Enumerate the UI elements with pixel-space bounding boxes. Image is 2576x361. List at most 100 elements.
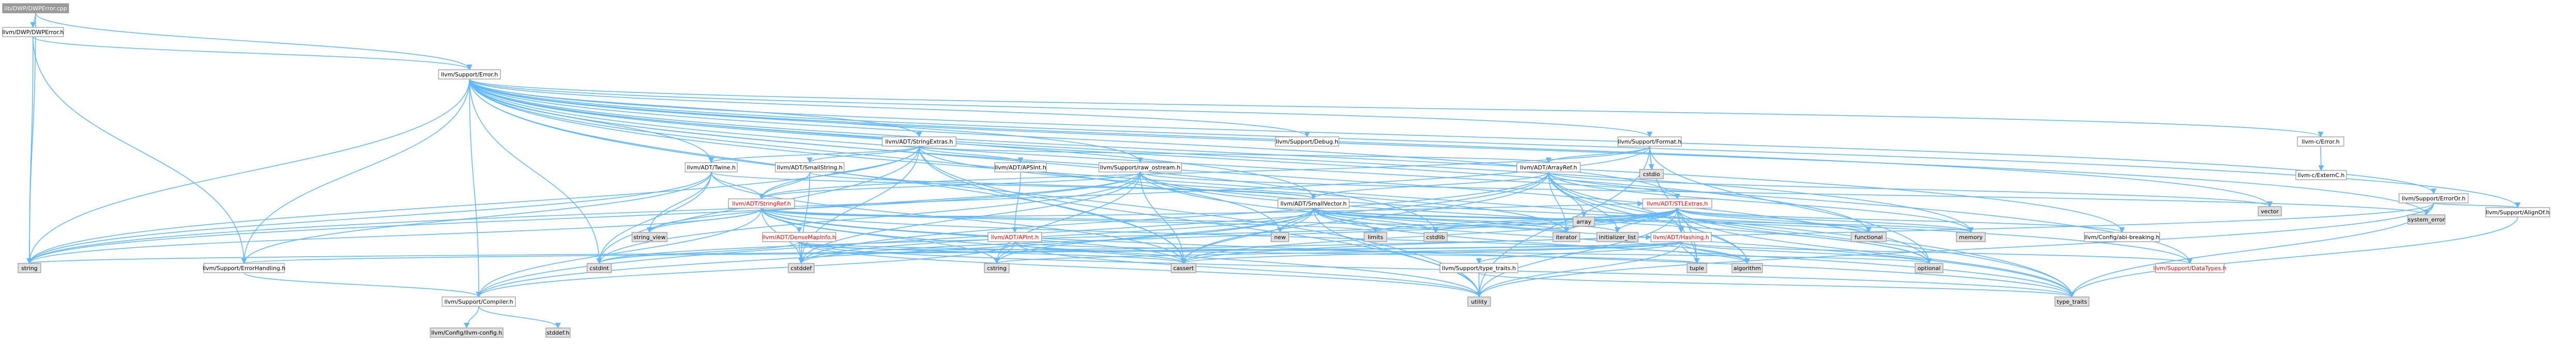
node-apint[interactable]: llvm/ADT/APInt.h [987, 232, 1042, 242]
node-label: llvm/ADT/Twine.h [687, 164, 736, 171]
node-iterator: iterator [1552, 232, 1580, 242]
node-densemap[interactable]: llvm/ADT/DenseMapInfo.h [762, 232, 836, 242]
node-box [1915, 263, 1943, 273]
node-errhandling[interactable]: llvm/Support/ErrorHandling.h [203, 263, 286, 273]
node-cstdio: cstdio [1639, 169, 1664, 179]
node-box [631, 232, 668, 242]
node-label: llvm/ADT/STLExtras.h [1647, 200, 1708, 207]
node-label: llvm/ADT/ArrayRef.h [1520, 164, 1577, 171]
edge-rawos-to-cstdint [596, 171, 1141, 264]
edge-stlextras-to-iterator [1563, 208, 1678, 233]
node-box [1516, 162, 1581, 172]
edge-error-to-twine [469, 79, 715, 164]
node-label: llvm/Support/ErrorHandling.h [203, 265, 286, 272]
edge-errorOr-to-typetraits [2069, 202, 2434, 298]
node-box [2054, 296, 2089, 307]
edge-dwperr-to-errhandling [33, 36, 247, 264]
node-label: cstdio [1643, 171, 1660, 178]
node-box [2297, 136, 2344, 147]
node-label: optional [1918, 265, 1941, 272]
edge-hashing-to-optional [1680, 241, 1932, 264]
node-optional: optional [1915, 263, 1943, 273]
node-hashing[interactable]: llvm/ADT/Hashing.h [1650, 232, 1712, 242]
edge-rawos-to-datatypes [1140, 171, 2193, 264]
node-box [587, 263, 612, 273]
node-box [438, 69, 501, 80]
node-errorOr[interactable]: llvm/Support/ErrorOr.h [2399, 193, 2469, 203]
node-stringref[interactable]: llvm/ADT/StringRef.h [728, 198, 795, 209]
edge-arrayref-to-smallvec [1310, 171, 1549, 200]
node-box [762, 232, 836, 242]
node-box [1650, 232, 1712, 242]
node-box [1687, 263, 1707, 273]
edge-error-to-debug [469, 79, 1310, 138]
node-typetraitsh[interactable]: llvm/Support/type_traits.h [1439, 263, 1518, 273]
node-format[interactable]: llvm/Support/Format.h [1617, 136, 1682, 147]
edge-rawos-to-stringref [758, 171, 1141, 200]
node-string: string [18, 263, 41, 273]
node-box [2485, 207, 2550, 217]
node-tuple: tuple [1687, 263, 1707, 273]
node-cerror[interactable]: llvm-c/Error.h [2297, 136, 2344, 147]
edge-rawos-to-syserr [1140, 171, 2429, 216]
node-apsint[interactable]: llvm/ADT/APSInt.h [994, 162, 1047, 172]
edge-error-to-format [469, 79, 1652, 138]
edge-arrayref-to-memory [1548, 171, 1974, 233]
node-label: lib/DWP/DWPError.cpp [4, 5, 67, 12]
node-box [775, 162, 845, 172]
node-box [1271, 232, 1289, 242]
edge-strext-to-arrayref [918, 146, 1551, 164]
graph-nodes: lib/DWP/DWPError.cpp llvm/DWP/DWPError.h l… [2, 3, 2550, 338]
node-twine[interactable]: llvm/ADT/Twine.h [685, 162, 738, 172]
node-label: string [21, 265, 38, 272]
node-box [1617, 136, 1682, 147]
node-compiler[interactable]: llvm/Support/Compiler.h [442, 296, 516, 307]
node-memory: memory [1956, 232, 1986, 242]
edge-strext-to-stringref [758, 146, 920, 200]
edge-stlextras-to-cstdlib [1433, 208, 1678, 233]
node-label: new [1274, 234, 1286, 241]
node-box [2, 27, 64, 37]
node-cextc[interactable]: llvm-c/ExternC.h [2295, 170, 2347, 180]
edge-hashing-to-typetraitsh [1476, 241, 1682, 264]
node-box [2155, 263, 2225, 273]
edge-stlextras-to-limits [1372, 208, 1678, 233]
node-error[interactable]: llvm/Support/Error.h [438, 69, 501, 80]
edge-apint-to-optional [1014, 241, 1932, 264]
node-label: cstring [987, 265, 1007, 272]
node-label: llvm/ADT/StringExtras.h [885, 138, 953, 145]
node-box [1596, 232, 1639, 242]
edge-root-to-error [35, 12, 473, 71]
edge-apint-to-cassert [1014, 241, 1187, 264]
node-smallvec[interactable]: llvm/ADT/SmallVector.h [1277, 198, 1350, 209]
node-label: llvm/Support/type_traits.h [1442, 265, 1516, 272]
edge-error-to-string [26, 79, 470, 264]
node-alignof[interactable]: llvm/Support/AlignOf.h [2485, 207, 2550, 217]
edge-arrayref-to-stlextras [1548, 171, 1680, 200]
node-label: type_traits [2057, 299, 2087, 305]
node-label: vector [2261, 208, 2279, 215]
node-box [2399, 193, 2469, 203]
node-arrayref[interactable]: llvm/ADT/ArrayRef.h [1516, 162, 1581, 172]
edge-smallvec-to-typetraits [1313, 208, 2075, 298]
node-label: llvm/Config/llvm-config.h [431, 329, 503, 336]
node-rawos[interactable]: llvm/Support/raw_ostream.h [1098, 162, 1182, 172]
node-box [1552, 232, 1580, 242]
node-stlextras[interactable]: llvm/ADT/STLExtras.h [1642, 198, 1712, 209]
node-box [1171, 263, 1196, 273]
node-smallstr[interactable]: llvm/ADT/SmallString.h [775, 162, 845, 172]
node-datatypes[interactable]: llvm/Support/DataTypes.h [2153, 263, 2227, 273]
node-debug[interactable]: llvm/Support/Debug.h [1275, 136, 1339, 147]
node-strext[interactable]: llvm/ADT/StringExtras.h [882, 136, 957, 147]
edge-rawos-to-stringview [646, 171, 1141, 233]
node-stringview: string_view [631, 232, 668, 242]
node-label: array [1577, 218, 1592, 225]
node-cstddef: cstddef [788, 263, 815, 273]
edge-dwperr-to-error [33, 36, 473, 71]
node-root[interactable]: lib/DWP/DWPError.cpp [2, 3, 69, 13]
node-array: array [1573, 216, 1595, 227]
node-dwperr[interactable]: llvm/DWP/DWPError.h [2, 27, 64, 37]
edge-smallvec-to-initlist [1313, 208, 1621, 233]
node-cfgabi[interactable]: llvm/Config/abi-breaking.h [2084, 232, 2160, 242]
edge-arrayref-to-vector [1548, 171, 2273, 208]
